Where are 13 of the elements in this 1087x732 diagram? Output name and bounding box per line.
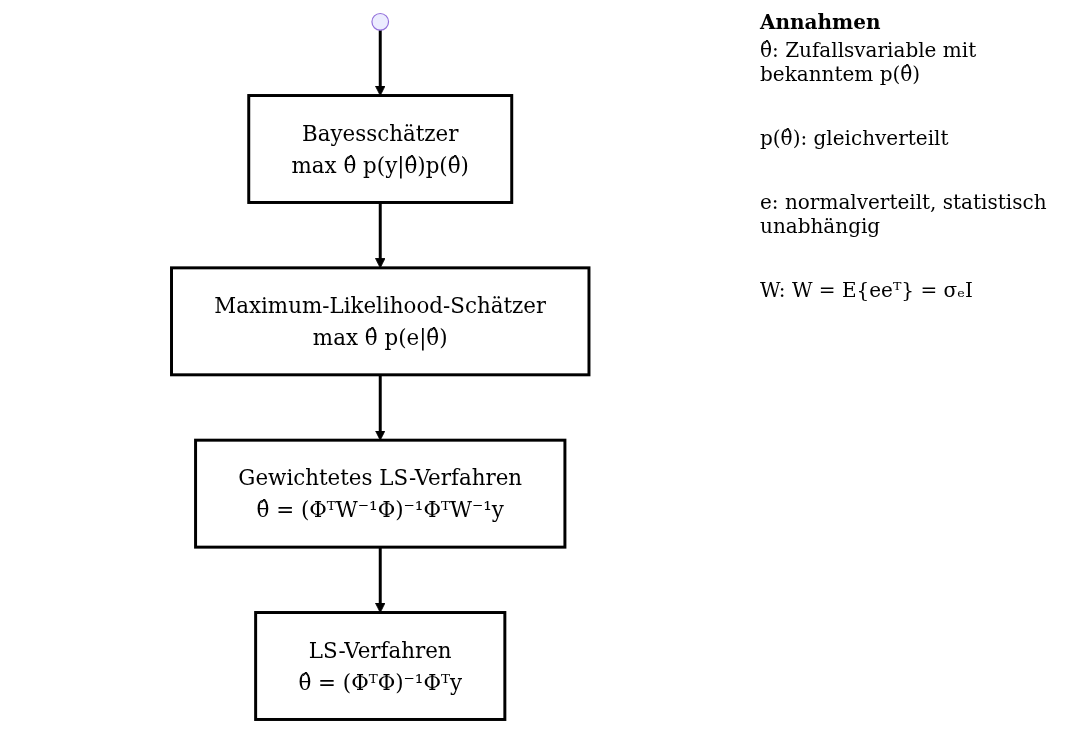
assumption-note: e: normalverteilt, statistisch unabhängig xyxy=(760,190,1048,238)
node-box xyxy=(253,610,507,721)
assumption-note: p(θ̂): gleichverteilt xyxy=(760,126,950,150)
node-box xyxy=(169,265,591,376)
node-box xyxy=(193,438,567,549)
node-box xyxy=(247,93,513,204)
arrow xyxy=(374,202,386,268)
assumption-note: θ̂: Zufallsvariable mit bekanntem p(θ̂) xyxy=(760,38,978,86)
flowchart: Bayesschätzer max θ̂ p(y|θ̂)p(θ̂) Maximum-Likelihood-Schätzer max θ̂ p(e|θ̂) Gewichtetes LS-Verfahren θ̂ = (ΦᵀW⁻¹Φ)⁻¹ΦᵀW⁻¹y LS-Verfahren θ̂ = (ΦᵀΦ)⁻¹Φᵀy xyxy=(161,3,599,729)
arrow xyxy=(374,29,386,96)
assumption-note: W: W = E{eeᵀ} = σₑI xyxy=(760,278,974,302)
assumptions-heading: Annahmen xyxy=(760,10,882,34)
arrow xyxy=(374,546,386,613)
